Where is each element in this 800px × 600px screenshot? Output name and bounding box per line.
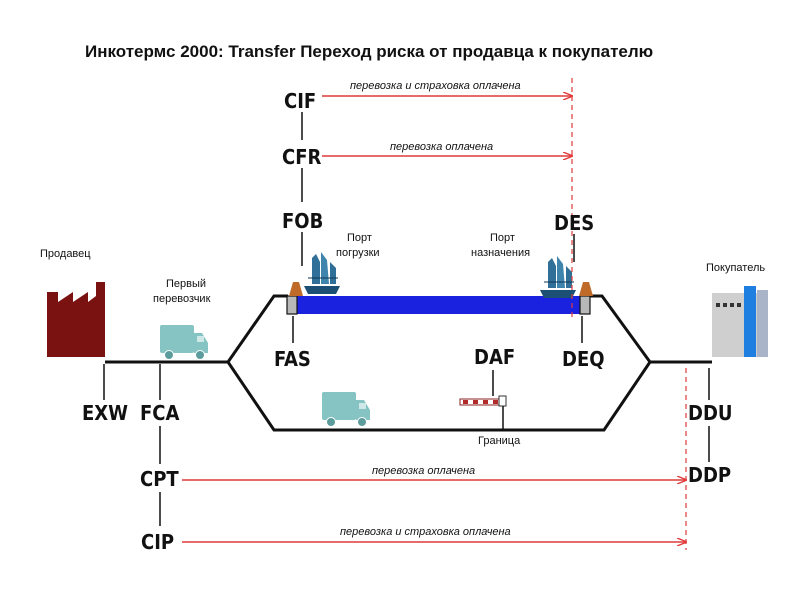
term-ddu: DDU: [688, 401, 733, 425]
term-connectors: [103, 112, 710, 526]
destination-quay: [579, 295, 591, 315]
seller-label: Продавец: [40, 248, 91, 260]
term-des: DES: [554, 211, 594, 235]
term-cip: CIP: [141, 530, 174, 554]
loading-bollard: [289, 282, 303, 296]
term-deq: DEQ: [562, 347, 605, 371]
loading-quay: [286, 295, 298, 315]
page-title: Инкотермс 2000: Transfer Переход риска о…: [85, 42, 653, 61]
truck-icon: [160, 325, 208, 360]
destination-port-label: Порт назначения: [471, 232, 530, 259]
term-exw: EXW: [82, 401, 128, 425]
buyer-label: Покупатель: [706, 262, 765, 274]
term-daf: DAF: [474, 345, 515, 369]
transport-route: [105, 294, 712, 432]
buyer-building-icon: [712, 286, 768, 357]
term-ddp: DDP: [688, 463, 731, 487]
sea-route: [296, 296, 581, 314]
ship-icon: [304, 252, 340, 294]
border-barrier-icon: [459, 395, 507, 430]
truck-icon: [322, 392, 370, 427]
cpt-arrow-note: перевозка оплачена: [372, 465, 475, 477]
term-fca: FCA: [140, 401, 179, 425]
cfr-arrow-note: перевозка оплачена: [390, 141, 493, 153]
route-lower-branch: [226, 361, 652, 432]
term-fob: FOB: [282, 209, 323, 233]
term-fas: FAS: [274, 347, 311, 371]
loading-port-label: Порт погрузки: [336, 232, 380, 259]
term-cfr: CFR: [282, 145, 321, 169]
first-carrier-label: Первый перевозчик: [153, 278, 211, 305]
ship-icon: [540, 256, 576, 298]
destination-bollard: [579, 282, 593, 296]
border-label: Граница: [478, 435, 521, 447]
route-upper-left: [226, 294, 288, 363]
term-cpt: CPT: [140, 467, 179, 491]
cif-arrow-note: перевозка и страховка оплачена: [350, 80, 521, 92]
cip-arrow-note: перевозка и страховка оплачена: [340, 526, 511, 538]
factory-icon: [47, 282, 105, 357]
term-cif: CIF: [284, 89, 316, 113]
